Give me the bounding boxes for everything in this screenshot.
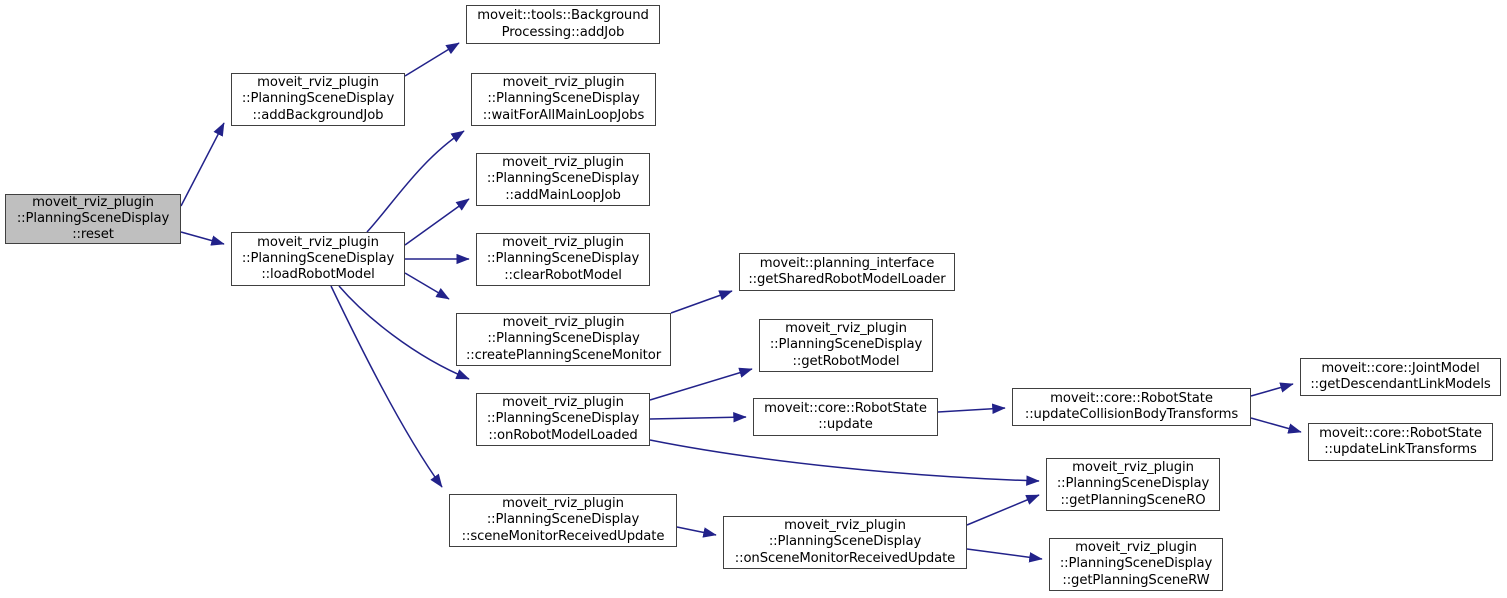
edge-reset-to-addBackgroundJob	[180, 122, 225, 207]
node-label-line: moveit_rviz_plugin	[502, 75, 625, 91]
edge-loadRobotModel-to-onRobotModelLoaded	[338, 285, 470, 380]
node-label-line: moveit::core::RobotState	[1319, 425, 1482, 441]
node-getPlanningSceneRO[interactable]: moveit_rviz_plugin::PlanningSceneDisplay…	[1046, 458, 1220, 511]
node-getPlanningSceneRW[interactable]: moveit_rviz_plugin::PlanningSceneDisplay…	[1049, 538, 1223, 591]
node-label-line: ::getPlanningSceneRW	[1062, 572, 1210, 588]
edge-loadRobotModel-to-waitForAllMainLoopJobs	[366, 130, 465, 233]
node-addBackgroundJob[interactable]: moveit_rviz_plugin::PlanningSceneDisplay…	[231, 73, 405, 126]
node-onRobotModelLoaded[interactable]: moveit_rviz_plugin::PlanningSceneDisplay…	[476, 393, 650, 446]
node-label-line: moveit::core::RobotState	[1050, 390, 1213, 406]
node-updateCollisionBodyTransforms[interactable]: moveit::core::RobotState::updateCollisio…	[1012, 388, 1251, 426]
edge-onSceneMonitorReceivedUpdate-to-getPlanningSceneRW	[966, 548, 1043, 563]
node-label-line: moveit_rviz_plugin	[502, 235, 624, 251]
node-label-line: moveit_rviz_plugin	[1072, 460, 1194, 476]
node-label-line: ::PlanningSceneDisplay	[486, 171, 640, 187]
node-label-line: Processing::addJob	[501, 24, 625, 40]
node-label-line: ::updateCollisionBodyTransforms	[1024, 407, 1239, 422]
node-label-line: ::PlanningSceneDisplay	[486, 512, 640, 528]
node-sceneMonitorReceivedUpdate[interactable]: moveit_rviz_plugin::PlanningSceneDisplay…	[449, 494, 677, 547]
node-label-line: ::onRobotModelLoaded	[488, 427, 638, 443]
node-label-line: ::getDescendantLinkModels	[1310, 377, 1491, 392]
node-updateLinkTransforms[interactable]: moveit::core::RobotState::updateLinkTran…	[1308, 423, 1493, 461]
node-label-line: ::onSceneMonitorReceivedUpdate	[734, 550, 956, 566]
node-label-line: ::getSharedRobotModelLoader	[748, 272, 946, 287]
node-label-line: ::update	[818, 417, 873, 432]
node-getRobotModel[interactable]: moveit_rviz_plugin::PlanningSceneDisplay…	[759, 319, 933, 372]
edge-loadRobotModel-to-createPlanningSceneMonitor	[404, 272, 450, 300]
node-onSceneMonitorReceivedUpdate[interactable]: moveit_rviz_plugin::PlanningSceneDisplay…	[723, 516, 967, 569]
node-label-line: ::PlanningSceneDisplay	[487, 91, 640, 107]
node-label-line: ::addMainLoopJob	[505, 187, 621, 203]
node-label-line: ::createPlanningSceneMonitor	[465, 347, 662, 363]
node-label-line: ::PlanningSceneDisplay	[487, 331, 640, 347]
node-label-line: ::PlanningSceneDisplay	[768, 534, 922, 550]
edge-createPlanningSceneMonitor-to-getSharedRobotModelLoader	[670, 290, 733, 314]
node-label-line: ::sceneMonitorReceivedUpdate	[461, 528, 665, 544]
node-label-line: ::getRobotModel	[792, 353, 900, 369]
edge-loadRobotModel-to-sceneMonitorReceivedUpdate	[330, 285, 443, 488]
node-label-line: moveit_rviz_plugin	[257, 75, 379, 91]
node-label-line: ::PlanningSceneDisplay	[16, 210, 170, 226]
node-label-line: ::addBackgroundJob	[252, 107, 384, 123]
node-label-line: ::updateLinkTransforms	[1324, 442, 1477, 457]
edge-onRobotModelLoaded-to-RobotStateUpdate	[649, 412, 747, 423]
edge-loadRobotModel-to-addMainLoopJob	[404, 198, 470, 246]
node-label-line: moveit_rviz_plugin	[785, 321, 907, 337]
node-label-line: moveit_rviz_plugin	[502, 496, 624, 512]
edge-onRobotModelLoaded-to-getPlanningSceneRO	[649, 439, 1040, 486]
node-label-line: moveit_rviz_plugin	[32, 194, 154, 210]
node-label-line: ::PlanningSceneDisplay	[1056, 476, 1210, 492]
node-label-line: moveit_rviz_plugin	[502, 395, 624, 411]
node-createPlanningSceneMonitor[interactable]: moveit_rviz_plugin::PlanningSceneDisplay…	[456, 313, 671, 366]
node-label-line: ::PlanningSceneDisplay	[486, 251, 640, 267]
edge-addBackgroundJob-to-addJob	[404, 42, 460, 77]
edge-onSceneMonitorReceivedUpdate-to-getPlanningSceneRO	[966, 494, 1040, 526]
node-addMainLoopJob[interactable]: moveit_rviz_plugin::PlanningSceneDisplay…	[476, 153, 650, 206]
node-label-line: ::getPlanningSceneRO	[1060, 492, 1206, 508]
node-label-line: moveit_rviz_plugin	[502, 315, 625, 331]
node-RobotStateUpdate[interactable]: moveit::core::RobotState::update	[753, 398, 938, 436]
node-label-line: moveit::core::RobotState	[764, 400, 927, 416]
node-waitForAllMainLoopJobs[interactable]: moveit_rviz_plugin::PlanningSceneDisplay…	[471, 73, 656, 126]
node-label-line: ::PlanningSceneDisplay	[241, 250, 395, 266]
node-label-line: moveit::core::JointModel	[1321, 360, 1480, 376]
edge-reset-to-loadRobotModel	[180, 231, 225, 246]
node-label-line: ::waitForAllMainLoopJobs	[482, 107, 645, 123]
edge-onRobotModelLoaded-to-getRobotModel	[649, 367, 753, 401]
node-label-line: ::PlanningSceneDisplay	[241, 91, 395, 107]
node-reset[interactable]: moveit_rviz_plugin::PlanningSceneDisplay…	[5, 194, 181, 244]
edge-updateCollisionBodyTransforms-to-getDescendantLinkModels	[1250, 382, 1294, 397]
node-label-line: ::reset	[72, 227, 114, 243]
node-label-line: ::loadRobotModel	[261, 267, 375, 283]
node-label-line: moveit::planning_interface	[759, 255, 935, 271]
edge-sceneMonitorReceivedUpdate-to-onSceneMonitorReceivedUpdate	[676, 526, 717, 538]
node-label-line: ::PlanningSceneDisplay	[486, 411, 640, 427]
node-label-line: moveit_rviz_plugin	[784, 518, 906, 534]
node-loadRobotModel[interactable]: moveit_rviz_plugin::PlanningSceneDisplay…	[231, 232, 405, 286]
node-getDescendantLinkModels[interactable]: moveit::core::JointModel::getDescendantL…	[1300, 358, 1501, 396]
node-label-line: ::PlanningSceneDisplay	[1059, 556, 1213, 572]
node-clearRobotModel[interactable]: moveit_rviz_plugin::PlanningSceneDisplay…	[476, 233, 650, 286]
node-label-line: ::PlanningSceneDisplay	[769, 337, 923, 353]
node-label-line: ::clearRobotModel	[504, 267, 622, 283]
node-label-line: moveit::tools::Background	[477, 8, 649, 24]
node-getSharedRobotModelLoader[interactable]: moveit::planning_interface::getSharedRob…	[739, 253, 955, 291]
node-label-line: moveit_rviz_plugin	[257, 234, 379, 250]
node-label-line: moveit_rviz_plugin	[502, 155, 624, 171]
edge-RobotStateUpdate-to-updateCollisionBodyTransforms	[937, 403, 1006, 415]
edge-updateCollisionBodyTransforms-to-updateLinkTransforms	[1250, 417, 1302, 434]
node-label-line: moveit_rviz_plugin	[1075, 540, 1197, 556]
